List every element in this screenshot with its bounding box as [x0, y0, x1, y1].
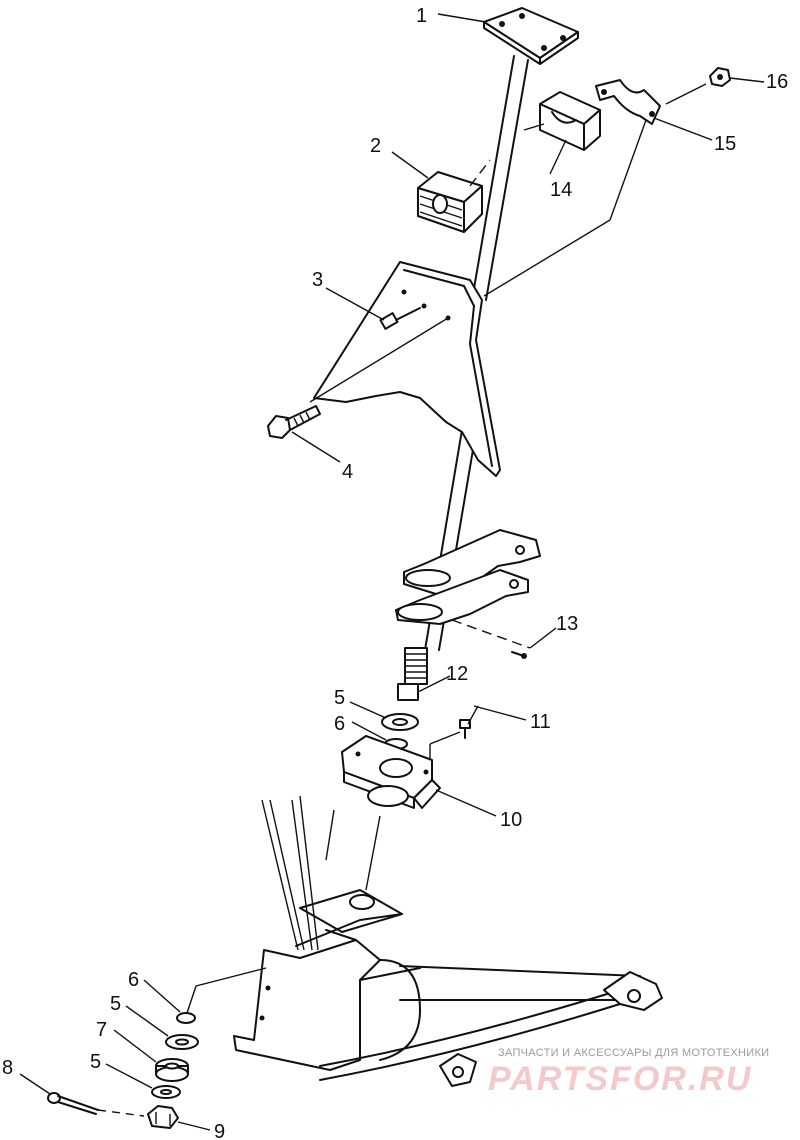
callout-1: 1 [416, 5, 427, 27]
callout-5-upper: 5 [334, 687, 345, 709]
callout-10: 10 [500, 809, 522, 831]
callout-14: 14 [550, 179, 572, 201]
callout-3: 3 [312, 269, 323, 291]
callout-16: 16 [766, 71, 788, 93]
o-ring-part-6-lower [176, 1012, 196, 1024]
callout-12: 12 [446, 663, 468, 685]
bushing-half-part-14 [523, 91, 601, 151]
callout-15: 15 [714, 133, 736, 155]
watermark-brand: PARTSFOR.RU [488, 1060, 752, 1098]
washer-part-5-lower-a [165, 1034, 199, 1050]
frame-bulkhead [185, 795, 663, 1087]
steering-support-panel [309, 261, 501, 477]
washer-part-5-lower-b [151, 1085, 181, 1099]
nut-part-16 [665, 67, 731, 105]
steering-bracket [395, 529, 541, 649]
shaft-pin-part-12 [397, 675, 451, 701]
callout-6-upper: 6 [334, 713, 345, 735]
callout-8: 8 [2, 1057, 13, 1079]
bushing-block-part-2 [417, 159, 491, 233]
callout-6-lower: 6 [128, 969, 139, 991]
callout-5-lower-b: 5 [90, 1051, 101, 1073]
callout-4: 4 [342, 461, 353, 483]
callout-5-lower-a: 5 [110, 993, 121, 1015]
screw-part-11 [429, 705, 479, 776]
watermark-tagline: ЗАПЧАСТИ И АКСЕССУАРЫ ДЛЯ МОТОТЕХНИКИ [498, 1047, 769, 1059]
bushing-part-7 [155, 1058, 189, 1082]
callout-11: 11 [530, 711, 551, 733]
callout-9: 9 [214, 1121, 225, 1140]
bearing-block-part-10 [341, 735, 441, 891]
cotter-pin-part-8 [19, 1073, 145, 1117]
callout-13: 13 [556, 613, 578, 635]
u-clamp-part-15 [483, 79, 661, 297]
screw-part-13 [511, 651, 527, 659]
castle-nut-part-9 [147, 1105, 211, 1131]
callout-2: 2 [370, 135, 381, 157]
threaded-shaft-end [404, 647, 428, 685]
bolt-part-4 [267, 405, 321, 439]
screw-part-3 [379, 307, 421, 330]
washer-part-5-upper [381, 713, 419, 731]
leader-lines [105, 13, 765, 1089]
watermark: ЗАПЧАСТИ И АКСЕССУАРЫ ДЛЯ МОТОТЕХНИКИ PA… [488, 1047, 769, 1098]
callout-labels: 1 2 3 4 5 6 6 5 7 5 8 9 10 11 12 13 14 1… [2, 5, 788, 1140]
callout-7: 7 [96, 1019, 107, 1041]
